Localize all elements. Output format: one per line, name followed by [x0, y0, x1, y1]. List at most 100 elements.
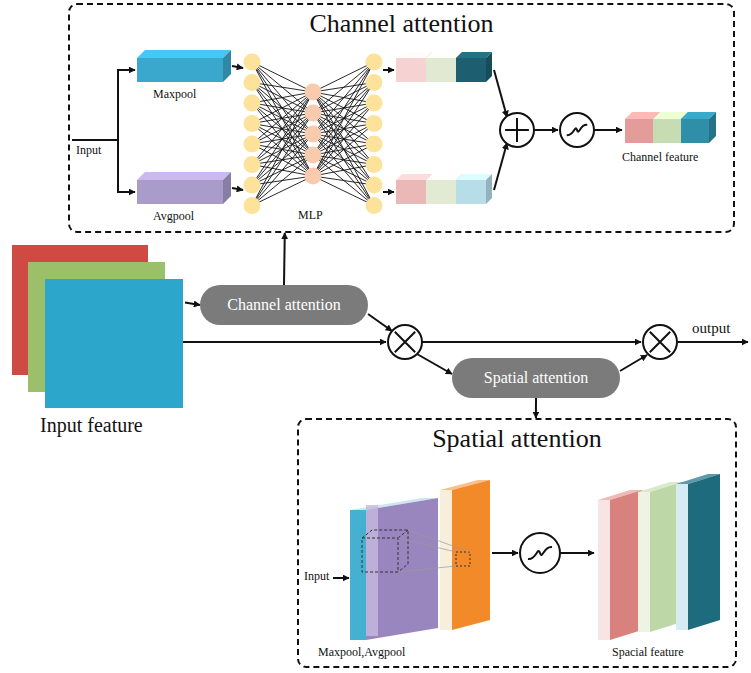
arrow-line: [333, 577, 349, 579]
mlp-weight: [313, 103, 374, 176]
mlp-out-avg-top: [456, 174, 492, 180]
conv-cell: [456, 552, 470, 566]
sigmoid-circle: [560, 113, 594, 147]
channel-feature-bar-side: [709, 112, 716, 143]
conv-window: [362, 530, 408, 572]
arrow-line: [383, 191, 394, 193]
mlp-weight: [252, 92, 313, 206]
mlp-neuron: [305, 147, 322, 164]
mlp-neuron: [244, 177, 261, 194]
mlp-out-avg-top: [396, 174, 432, 180]
mlp-out-avg-front: [396, 180, 426, 204]
mlp-neuron: [366, 54, 383, 71]
arrow-line: [183, 341, 386, 343]
mlp-neuron: [366, 156, 383, 173]
mlp-weight: [252, 92, 313, 103]
sigmoid-sign: [567, 125, 587, 135]
pooled-slab-layer: [366, 505, 378, 636]
mlp-weight: [252, 92, 313, 165]
mlp-weight: [252, 155, 313, 206]
avgpool-bar-side: [223, 172, 231, 204]
mlp-weight: [252, 124, 313, 177]
spatial-feature-slab-front: [676, 484, 688, 630]
mlp-weight: [313, 92, 374, 185]
text-label: Input: [76, 144, 101, 157]
flow-arrow: [185, 303, 200, 305]
arrow-line: [72, 139, 118, 141]
mlp-neuron: [366, 115, 383, 132]
mlp-weight: [252, 103, 313, 155]
arrow-line: [232, 188, 243, 190]
sigmoid-sign: [528, 547, 552, 559]
avgpool-bar-front: [137, 180, 223, 204]
text-label: Maxpool,Avgpool: [318, 646, 405, 659]
mlp-weight: [313, 83, 374, 177]
arrow-line: [594, 129, 622, 131]
sigmoid-circle: [520, 533, 560, 573]
arrow-line: [494, 143, 507, 190]
multiply-sign: [650, 332, 670, 352]
mlp-neuron: [244, 115, 261, 132]
node-label: Channel attention: [227, 296, 340, 314]
arrow-line: [620, 355, 647, 371]
mlp-neuron: [244, 74, 261, 91]
spatial-feature-slab-front: [638, 492, 650, 632]
mlp-out-max-side: [486, 52, 492, 82]
arrow-line: [117, 70, 119, 192]
mlp-weight: [313, 165, 374, 177]
node-label: Input feature: [40, 414, 143, 437]
mlp-neuron: [366, 136, 383, 153]
mlp-out-max-top: [396, 52, 432, 58]
arrow-line: [492, 552, 518, 554]
maxpool-bar-front: [137, 58, 223, 82]
mlp-neuron: [244, 95, 261, 112]
arrow-line: [422, 341, 641, 343]
multiply-circle: [643, 325, 677, 359]
mlp-weight: [313, 62, 374, 113]
arrow-line: [368, 314, 392, 331]
mlp-weight: [313, 124, 374, 177]
text-label: Maxpool: [153, 88, 196, 101]
conv-map-front: [440, 490, 452, 630]
arrow-line: [117, 191, 135, 193]
mlp-weight: [313, 92, 374, 165]
mlp-weight: [313, 62, 374, 134]
mlp-out-avg-front: [456, 180, 486, 204]
arrow-line: [232, 66, 243, 68]
conv-window: [362, 538, 398, 572]
mlp-neuron: [366, 177, 383, 194]
mlp-out-max-front: [396, 58, 426, 82]
multiply-circle: [388, 325, 422, 359]
attention-module-box: Spatial attention: [297, 418, 737, 668]
spatial-feature-slab-side: [688, 474, 720, 630]
mlp-weight: [252, 176, 313, 206]
flow-arrow: [535, 398, 537, 418]
channel-feature-bar-front: [653, 119, 681, 143]
mlp-weight: [252, 83, 313, 177]
conv-map-side: [452, 480, 490, 630]
mlp-neuron: [244, 156, 261, 173]
mlp-weight: [252, 103, 313, 176]
multiply-sign: [395, 332, 415, 352]
input-feature-stack: Input feature: [12, 245, 185, 437]
node-label: Spatial attention: [299, 424, 735, 454]
text-label: Avgpool: [153, 210, 194, 223]
mlp-weight: [252, 113, 313, 206]
module-pill: Spatial attention: [452, 358, 620, 398]
mlp-weight: [313, 62, 374, 155]
add-sign: [505, 118, 529, 142]
mlp-neuron: [305, 105, 322, 122]
feature-map-blue: [45, 279, 183, 408]
mlp-out-max-front: [426, 58, 456, 82]
text-label: Input: [304, 570, 329, 583]
text-label: Channel feature: [622, 151, 698, 164]
spatial-feature-slab-side: [610, 490, 642, 640]
mlp-neuron: [244, 197, 261, 214]
mlp-out-avg-front: [426, 180, 456, 204]
arrow-line: [117, 69, 135, 71]
arrow-line: [677, 341, 748, 343]
mlp-neuron: [305, 168, 322, 185]
text-label: output: [692, 320, 730, 337]
text-label: MLP: [298, 209, 323, 222]
